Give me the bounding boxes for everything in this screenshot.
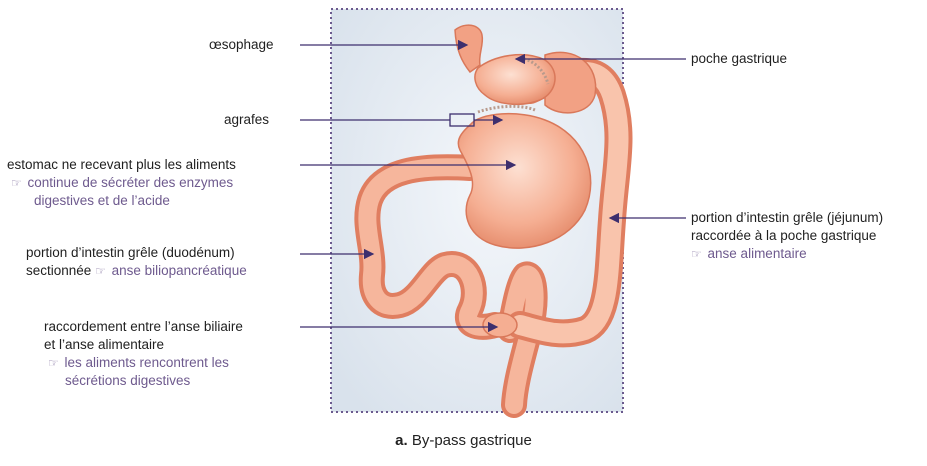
pointing-hand-icon: ☞ bbox=[48, 356, 59, 370]
label-raccord-line3: ☞ les aliments rencontrent les bbox=[44, 354, 243, 372]
label-duodenum: portion d’intestin grêle (duodénum) sect… bbox=[26, 244, 247, 280]
pointing-hand-icon: ☞ bbox=[691, 247, 702, 261]
label-raccord-line4: sécrétions digestives bbox=[44, 372, 243, 390]
caption-letter: a. bbox=[395, 432, 408, 449]
label-raccord-line2: et l’anse alimentaire bbox=[44, 336, 243, 354]
label-jejunum-line1: portion d’intestin grêle (jéjunum) bbox=[691, 209, 883, 227]
figure-caption: a. By-pass gastrique bbox=[0, 432, 927, 449]
label-poche-gastrique: poche gastrique bbox=[691, 50, 787, 68]
label-oesophage: œsophage bbox=[209, 36, 274, 54]
label-estomac: estomac ne recevant plus les aliments ☞ … bbox=[7, 156, 236, 210]
pointing-hand-icon: ☞ bbox=[11, 176, 22, 190]
label-jejunum: portion d’intestin grêle (jéjunum) racco… bbox=[691, 209, 883, 263]
gastric-pouch bbox=[475, 55, 555, 105]
label-raccord-line1: raccordement entre l’anse biliaire bbox=[44, 318, 243, 336]
label-estomac-line2: ☞ continue de sécréter des enzymes bbox=[7, 174, 236, 192]
label-jejunum-line3: ☞ anse alimentaire bbox=[691, 245, 883, 263]
anastomosis bbox=[483, 313, 517, 337]
label-duodenum-line1: portion d’intestin grêle (duodénum) bbox=[26, 244, 247, 262]
label-estomac-line3: digestives et de l’acide bbox=[7, 192, 236, 210]
label-jejunum-line2: raccordée à la poche gastrique bbox=[691, 227, 883, 245]
pointing-hand-icon: ☞ bbox=[95, 264, 106, 278]
caption-text: By-pass gastrique bbox=[412, 432, 532, 449]
label-duodenum-line2: sectionnée ☞ anse biliopancréatique bbox=[26, 262, 247, 280]
label-agrafes: agrafes bbox=[224, 111, 269, 129]
label-estomac-line1: estomac ne recevant plus les aliments bbox=[7, 156, 236, 174]
label-raccordement: raccordement entre l’anse biliaire et l’… bbox=[44, 318, 243, 390]
